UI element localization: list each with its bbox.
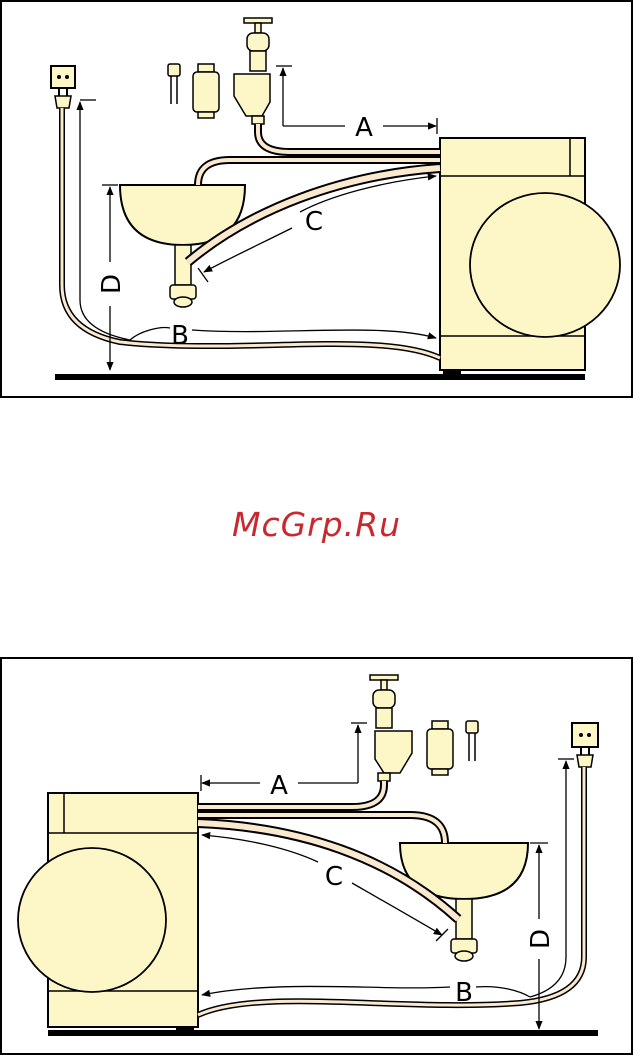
diagram-top-svg: A C B D (0, 0, 633, 398)
dimension-a-label: A (270, 771, 288, 801)
dimension-c-label: C (305, 207, 323, 237)
dimension-a-label: A (355, 113, 373, 143)
dimension-b-label: B (171, 321, 189, 351)
installation-diagram-right-sink: A C B D (0, 657, 633, 1055)
floor-line (48, 1030, 598, 1036)
installation-diagram-left-sink: A C B D (0, 0, 633, 398)
diagram-bottom-svg: A C B D (0, 657, 633, 1055)
dimension-b-label: B (455, 978, 473, 1008)
dimension-d-label: D (97, 274, 127, 294)
watermark-text: McGrp.Ru (0, 505, 633, 544)
filter-icon (193, 64, 219, 118)
dimension-d-label: D (526, 929, 556, 949)
floor-line (55, 374, 585, 380)
dimension-c-label: C (325, 862, 343, 892)
socket-icon (572, 723, 598, 747)
filter-icon (427, 721, 453, 775)
socket-icon (51, 66, 75, 88)
